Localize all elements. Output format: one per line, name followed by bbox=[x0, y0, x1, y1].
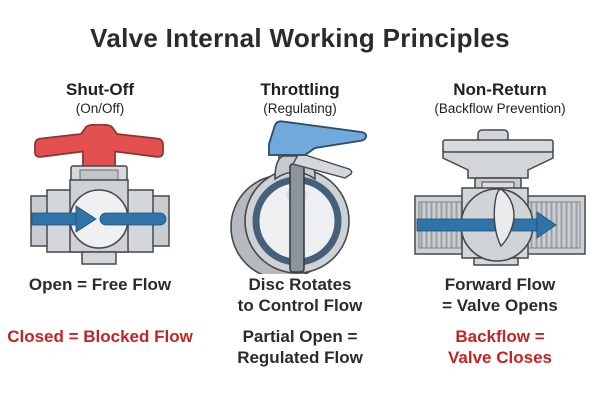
caption-forward-flow: Forward Flow = Valve Opens bbox=[442, 275, 558, 315]
column-heading: Shut-Off bbox=[66, 80, 134, 99]
valve-illustration-box bbox=[414, 119, 586, 274]
column-throttling: Throttling (Regulating) bbox=[200, 80, 400, 378]
caption-closed-blocked-flow: Closed = Blocked Flow bbox=[7, 327, 193, 346]
column-subheading: (Backflow Prevention) bbox=[434, 101, 566, 116]
check-valve-icon bbox=[414, 128, 586, 266]
caption-partial-open: Partial Open = Regulated Flow bbox=[237, 327, 363, 367]
column-subheading: (Regulating) bbox=[263, 101, 337, 116]
column-shut-off: Shut-Off (On/Off) bbox=[0, 80, 200, 378]
check-flap bbox=[493, 187, 515, 247]
column-non-return: Non-Return (Backflow Prevention) bbox=[400, 80, 600, 378]
latch-lever bbox=[291, 152, 353, 179]
flow-arrow bbox=[31, 205, 167, 233]
column-heading: Throttling bbox=[260, 80, 340, 99]
caption-disc-rotates: Disc Rotates to Control Flow bbox=[237, 275, 363, 315]
column-subheading: (On/Off) bbox=[75, 101, 125, 116]
ball-valve-icon bbox=[30, 124, 170, 265]
red-t-handle bbox=[34, 124, 164, 170]
columns: Shut-Off (On/Off) bbox=[0, 80, 600, 378]
butterfly-disc-stem bbox=[289, 163, 305, 273]
bonnet bbox=[70, 165, 128, 183]
page-title: Valve Internal Working Principles bbox=[90, 23, 510, 53]
caption-open-free-flow: Open = Free Flow bbox=[28, 275, 172, 294]
valve-illustration-box bbox=[30, 119, 170, 274]
column-heading: Non-Return bbox=[453, 80, 547, 99]
butterfly-valve-icon bbox=[230, 120, 368, 274]
blue-handle bbox=[268, 120, 368, 156]
valve-illustration-box bbox=[225, 119, 375, 274]
caption-backflow: Backflow = Valve Closes bbox=[448, 327, 552, 367]
